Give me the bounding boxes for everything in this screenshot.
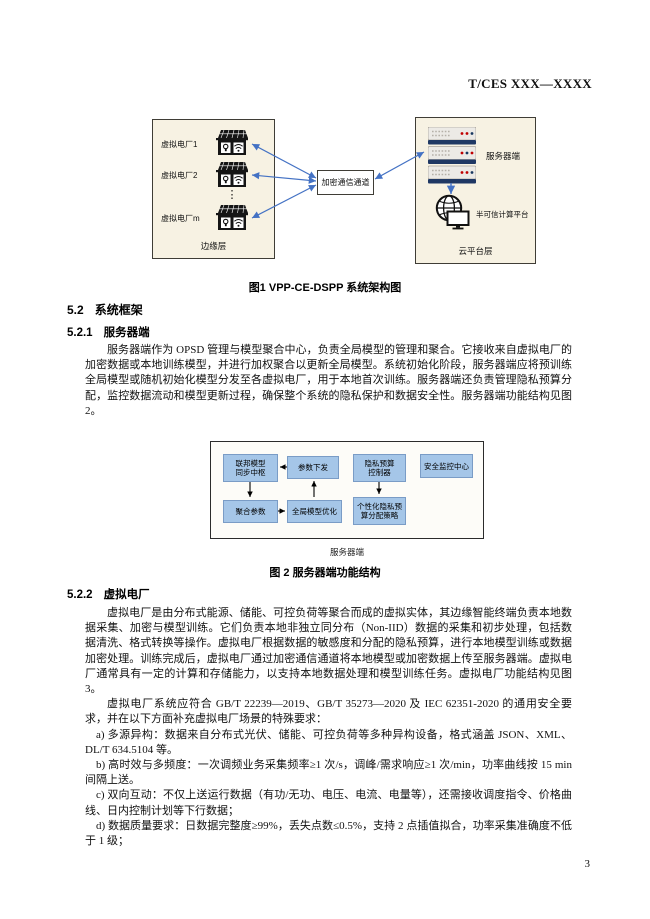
- plant-2-label: 虚拟电厂2: [161, 171, 198, 180]
- ellipsis-dots: ⋮: [226, 189, 238, 201]
- list-item-b: b) 高时效与多频度：一次调频业务采集频率≥1 次/s，调峰/需求响应≥1 次/…: [85, 759, 572, 787]
- list-item-a: a) 多源异构：数据来自分布式光伏、储能、可控负荷等多种异构设备，格式涵盖 JS…: [85, 728, 572, 756]
- section-title: 服务器端: [103, 327, 150, 339]
- paragraph: 虚拟电厂是由分布式能源、储能、可控负荷等聚合而成的虚拟实体，其边缘智能终端负责本…: [85, 607, 572, 696]
- section-5-2-1-body: 服务器端作为 OPSD 管理与模型聚合中心，负责全局模型的管理和聚合。它接收来自…: [85, 343, 572, 419]
- page-number: 3: [584, 858, 591, 870]
- section-5-2-heading: 5.2 系统框架: [67, 301, 143, 318]
- list-item-c: c) 双向互动：不仅上送运行数据（有功/无功、电压、电流、电量等），还需接收调度…: [85, 789, 572, 817]
- edge-layer-box: 虚拟电厂1 虚拟电厂2 ⋮: [152, 119, 275, 259]
- section-title: 系统框架: [94, 303, 143, 317]
- section-number: 5.2.1: [67, 327, 93, 339]
- cloud-layer-label: 云平台层: [458, 246, 493, 256]
- module-security-monitoring-center: 安全监控中心: [420, 454, 473, 478]
- module-privacy-budget-controller: 隐私预算 控制器: [353, 454, 406, 482]
- section-5-2-2-body: 虚拟电厂是由分布式能源、储能、可控负荷等聚合而成的虚拟实体，其边缘智能终端负责本…: [85, 606, 572, 849]
- encrypted-channel-box: 加密通信通道: [317, 170, 374, 195]
- edge-layer-label: 边缘层: [200, 241, 227, 251]
- module-federated-sync-hub: 联邦模型 同步中枢: [223, 454, 278, 482]
- section-5-2-2-heading: 5.2.2 虚拟电厂: [67, 586, 150, 602]
- cloud-layer-box: 服务器端 半可信计算平台 云平台层: [415, 117, 536, 264]
- smart-plant-icon: [216, 161, 248, 187]
- plant-1-label: 虚拟电厂1: [161, 140, 198, 149]
- semi-trusted-platform-label: 半可信计算平台: [476, 210, 529, 219]
- server-rack-icon: [428, 127, 476, 184]
- plant-m-label: 虚拟电厂m: [161, 214, 200, 223]
- paragraph: 服务器端作为 OPSD 管理与模型聚合中心，负责全局模型的管理和聚合。它接收来自…: [85, 344, 572, 417]
- module-parameter-dispatch: 参数下发: [287, 456, 339, 479]
- section-5-2-1-heading: 5.2.1 服务器端: [67, 324, 150, 340]
- list-item-d: d) 数据质量要求：日数据完整度≥99%，丢失点数≤0.5%，支持 2 点插值拟…: [85, 819, 572, 848]
- figure1-caption: 图1 VPP-CE-DSPP 系统架构图: [248, 282, 402, 294]
- section-number: 5.2: [67, 303, 84, 317]
- module-aggregate-parameters: 聚合参数: [223, 500, 278, 523]
- figure2-caption: 图 2 服务器端功能结构: [269, 567, 381, 579]
- smart-plant-icon: [216, 129, 248, 155]
- globe-monitor-icon: [435, 194, 470, 230]
- paragraph: 虚拟电厂系统应符合 GB/T 22239—2019、GB/T 35273—202…: [85, 698, 572, 726]
- figure2-inner-label: 服务器端: [329, 547, 364, 557]
- section-number: 5.2.2: [67, 589, 93, 601]
- module-global-model-optimization: 全局模型优化: [287, 500, 342, 523]
- smart-plant-icon: [216, 204, 248, 230]
- server-side-label: 服务器端: [486, 151, 521, 161]
- section-title: 虚拟电厂: [103, 589, 150, 601]
- document-code-header: T/CES XXX—XXXX: [468, 76, 592, 91]
- module-personalized-privacy-budget: 个性化隐私预 算分配策略: [353, 497, 406, 525]
